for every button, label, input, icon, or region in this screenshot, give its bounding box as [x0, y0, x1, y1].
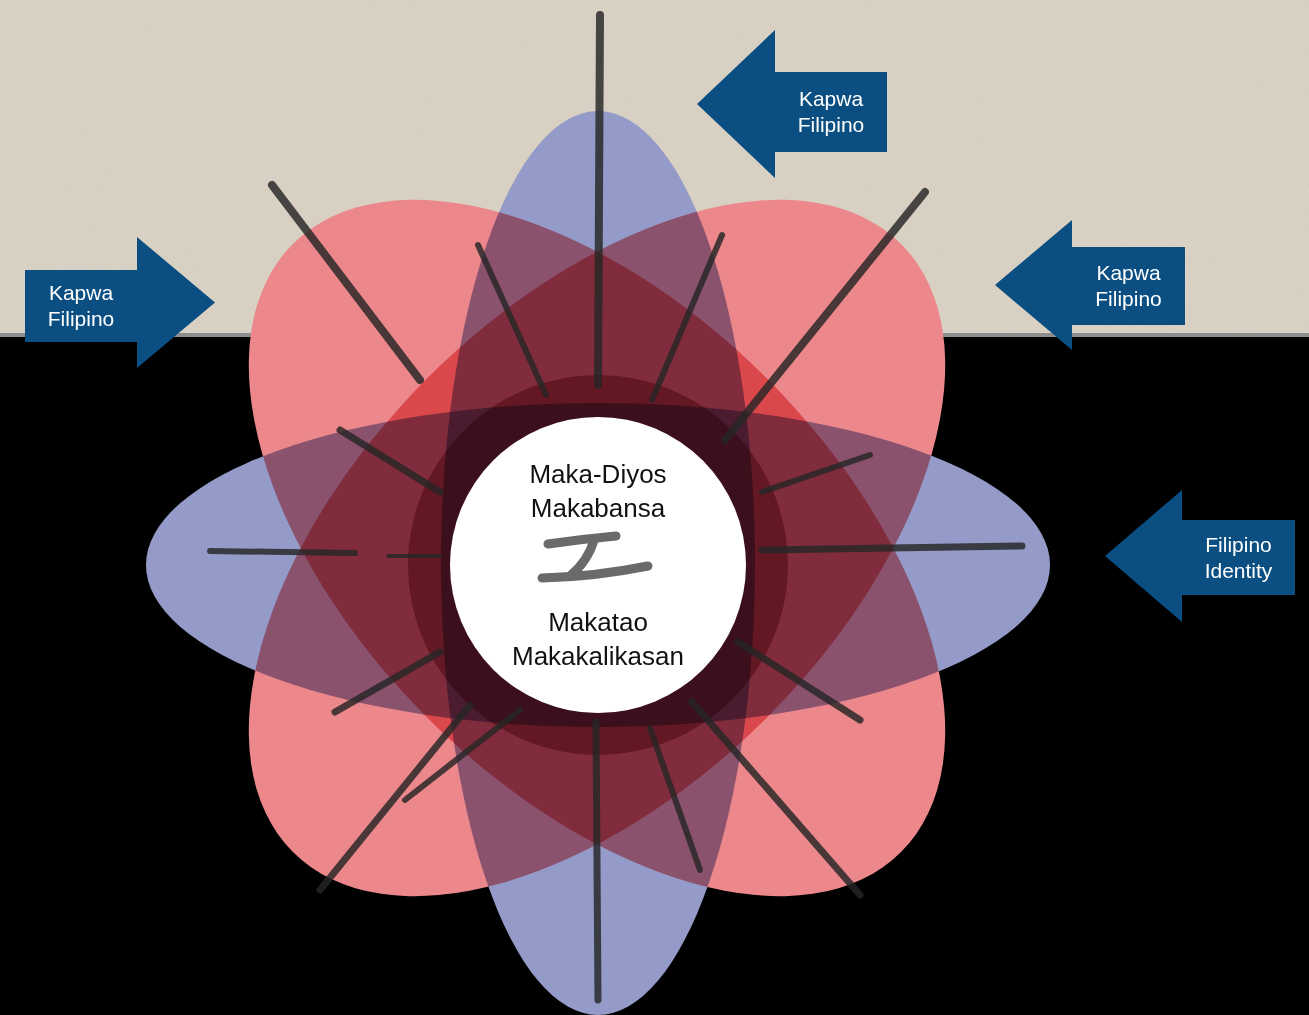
- core-circle: Maka-Diyos MakabansaMakatao Makakalikasa…: [450, 417, 746, 713]
- brush-strokes: [210, 15, 1022, 1000]
- brush-stroke: [478, 245, 546, 395]
- shape-outline: [1105, 490, 1295, 622]
- brush-stroke: [762, 455, 870, 492]
- arrow-shape: [25, 237, 215, 368]
- text-holder: Filipino Identity: [1182, 520, 1295, 595]
- arrow-shape: [995, 220, 1185, 350]
- brush-stroke: [272, 185, 420, 380]
- brush-stroke: [340, 430, 440, 492]
- text-holder: Kapwa Filipino: [25, 270, 137, 342]
- core-value-text: Maka-Diyos Makabansa: [478, 457, 718, 525]
- brush-stroke: [320, 705, 470, 890]
- brush-stroke: [652, 235, 722, 400]
- arrow-box: Filipino Identity: [1105, 490, 1295, 622]
- symbol-stroke: [542, 566, 648, 578]
- brush-stroke: [762, 546, 1022, 550]
- core-value-text: Makatao Makakalikasan: [478, 605, 718, 673]
- arrow-shape: [1105, 490, 1295, 622]
- arrow-box: Kapwa Filipino: [25, 237, 215, 368]
- brush-stroke: [738, 642, 860, 720]
- symbol-stroke: [548, 536, 616, 544]
- arrow-box: Kapwa Filipino: [995, 220, 1185, 350]
- text-holder: Kapwa Filipino: [1072, 247, 1185, 325]
- arrow-label: Filipino Identity: [1190, 532, 1287, 584]
- core-circle-shape: [450, 417, 746, 713]
- arrow-box: Kapwa Filipino: [697, 30, 887, 178]
- brush-stroke: [598, 15, 600, 385]
- shape-outline: [995, 220, 1185, 350]
- baybayin-symbol: [542, 536, 648, 578]
- brush-stroke: [388, 554, 440, 558]
- brush-stroke: [210, 551, 355, 553]
- brush-stroke: [692, 702, 860, 895]
- arrow-label: Kapwa Filipino: [33, 280, 129, 332]
- arrow-shape: [697, 30, 887, 178]
- text-holder: Maka-Diyos MakabansaMakatao Makakalikasa…: [450, 417, 746, 713]
- brush-stroke: [596, 722, 598, 1000]
- brush-stroke: [335, 652, 440, 712]
- arrow-label: Kapwa Filipino: [1080, 260, 1177, 312]
- arrow-label: Kapwa Filipino: [783, 86, 879, 138]
- text-holder: Kapwa Filipino: [775, 72, 887, 152]
- brush-stroke: [650, 728, 700, 870]
- brush-stroke: [725, 192, 925, 440]
- brush-stroke: [405, 710, 520, 800]
